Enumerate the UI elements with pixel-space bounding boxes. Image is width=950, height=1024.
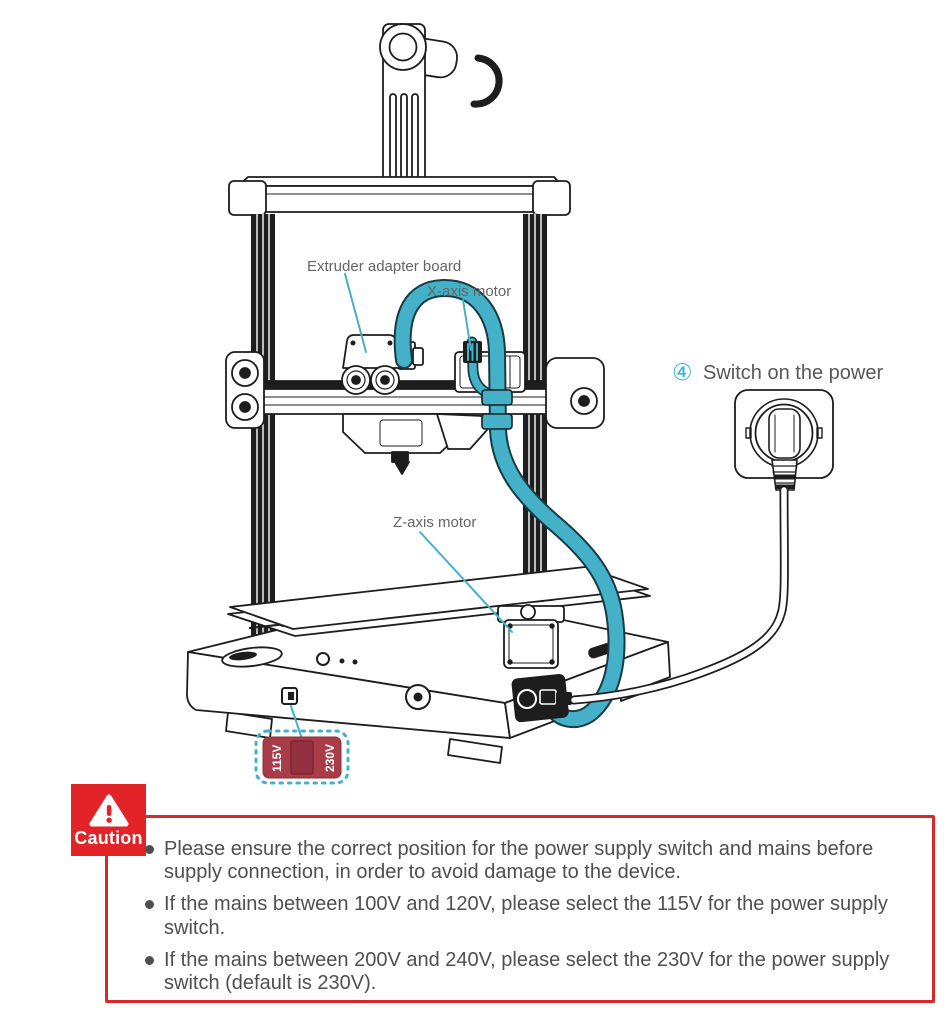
caution-badge-label: Caution (74, 827, 143, 848)
caution-bullet: Please ensure the correct position for t… (145, 838, 912, 884)
caution-box: Please ensure the correct position for t… (105, 815, 935, 1003)
voltage-switch-detail: 115V 230V (254, 705, 350, 785)
printer-diagram: 115V 230V Extruder adapter board X-axis … (186, 23, 883, 785)
leader-lines (344, 273, 513, 633)
bullet-dot-icon (145, 845, 154, 854)
voltage-115-label: 115V (270, 745, 284, 772)
bullet-dot-icon (145, 955, 154, 965)
ribbon-cable (393, 279, 626, 728)
x-axis-motor-label: X-axis motor (427, 283, 511, 300)
step-title: Switch on the power (703, 362, 883, 384)
step-number: ④ (672, 360, 693, 386)
top-crossbar (228, 176, 571, 216)
caution-bullet: If the mains between 100V and 120V, plea… (145, 893, 912, 939)
voltage-230-label: 230V (323, 744, 337, 772)
x-gantry-beam (225, 351, 605, 429)
power-outlet (734, 389, 834, 491)
spool-holder (379, 23, 503, 189)
print-bed (227, 566, 651, 637)
step-heading: ④ Switch on the power (672, 360, 883, 386)
power-supply-switch (281, 687, 298, 705)
caution-bullet-list: Please ensure the correct position for t… (145, 838, 912, 995)
caution-bullet: If the mains between 200V and 240V, plea… (145, 949, 912, 995)
z-axis-motor (497, 604, 565, 669)
warning-triangle-icon (89, 794, 128, 826)
power-inlet (511, 673, 572, 723)
caution-badge: Caution (71, 784, 146, 856)
power-cable (569, 485, 789, 705)
caution-bullet-text: If the mains between 100V and 120V, plea… (164, 893, 888, 939)
caution-bullet-text: Please ensure the correct position for t… (164, 838, 874, 884)
z-axis-motor-label: Z-axis motor (393, 514, 476, 531)
cable-clips (481, 389, 513, 430)
bullet-dot-icon (145, 900, 154, 910)
extruder-adapter-board-label: Extruder adapter board (307, 258, 461, 275)
caution-bullet-text: If the mains between 200V and 240V, plea… (164, 948, 890, 994)
